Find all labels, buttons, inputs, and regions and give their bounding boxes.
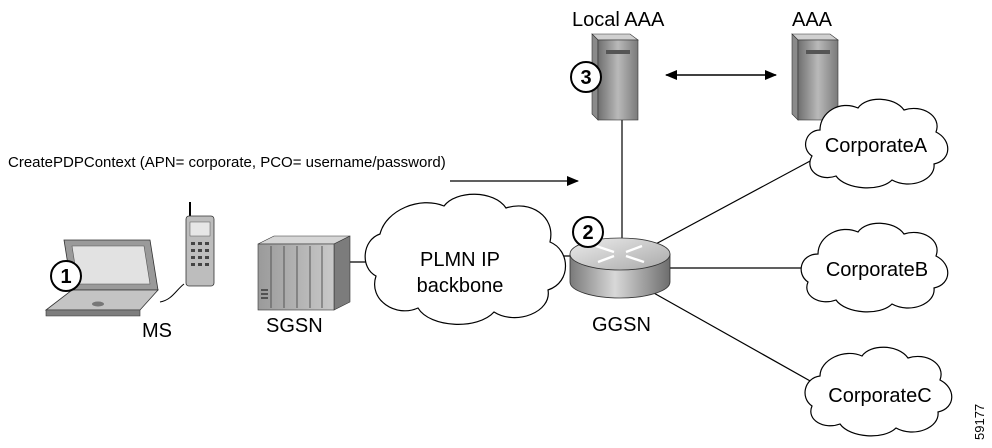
- svg-text:3: 3: [580, 67, 591, 89]
- links: [350, 120, 813, 383]
- svg-text:PLMN IP: PLMN IP: [420, 249, 500, 271]
- svg-text:CorporateA: CorporateA: [825, 135, 928, 157]
- local-aaa-label: Local AAA: [572, 9, 665, 31]
- sgsn-rack-icon: [257, 235, 351, 311]
- aaa-server-icon: [791, 33, 839, 121]
- link-ggsn-corporatea: [651, 159, 813, 247]
- svg-text:2: 2: [582, 222, 593, 244]
- mobile-phone-icon: [185, 202, 215, 287]
- step-1-badge: 1: [50, 260, 82, 292]
- figure-id: 59177: [972, 404, 987, 440]
- ggsn-label: GGSN: [592, 314, 651, 336]
- step-2-badge: 2: [572, 216, 604, 248]
- plmn-backbone-cloud: PLMN IP backbone: [364, 193, 566, 325]
- svg-text:1: 1: [60, 266, 71, 288]
- laptop-icon: [44, 239, 159, 317]
- link-ggsn-corporatec: [651, 291, 813, 383]
- svg-text:CorporateC: CorporateC: [828, 385, 931, 407]
- svg-text:CorporateB: CorporateB: [826, 259, 928, 281]
- step-3-badge: 3: [570, 61, 602, 93]
- aaa-label: AAA: [792, 9, 833, 31]
- create-pdp-context-message: CreatePDPContext (APN= corporate, PCO= u…: [8, 154, 446, 171]
- corporate-a-cloud: CorporateA: [804, 98, 949, 189]
- local-aaa-server-icon: [591, 33, 639, 121]
- sgsn-label: SGSN: [266, 315, 323, 337]
- corporate-b-cloud: CorporateB: [800, 222, 949, 313]
- corporate-c-cloud: CorporateC: [804, 346, 953, 437]
- svg-text:backbone: backbone: [417, 275, 504, 297]
- phone-cable: [159, 283, 185, 303]
- ms-label: MS: [142, 320, 172, 342]
